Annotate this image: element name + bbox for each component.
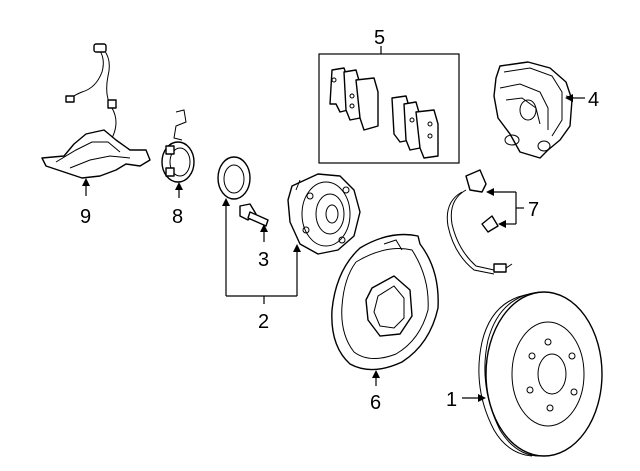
hub-bolt[interactable]: 3 [239,203,269,271]
callout-8: 8 [172,206,183,228]
callout-7: 7 [528,199,539,221]
rotor-group[interactable]: 1 [446,291,603,457]
callout-9: 9 [80,206,91,228]
callout-6: 6 [370,392,381,414]
callout-5: 5 [374,27,385,49]
callout-3: 3 [258,249,269,271]
callout-1: 1 [446,389,457,411]
sensor-ring-group[interactable]: 8 [161,109,195,228]
caliper-group[interactable]: 4 [493,61,599,159]
wheel-hub-bearing[interactable] [287,173,361,255]
callout-4: 4 [588,89,599,111]
hub-bolt-group-bracket: 2 [222,198,301,333]
brake-hose-group[interactable]: 7 [446,169,539,275]
brake-pads-group[interactable]: 5 [318,27,460,164]
seal-washer[interactable] [217,156,251,200]
splash-shield-group[interactable]: 6 [331,233,439,415]
callout-2: 2 [258,311,269,333]
abs-wire-bracket-group[interactable]: 9 [41,43,151,228]
